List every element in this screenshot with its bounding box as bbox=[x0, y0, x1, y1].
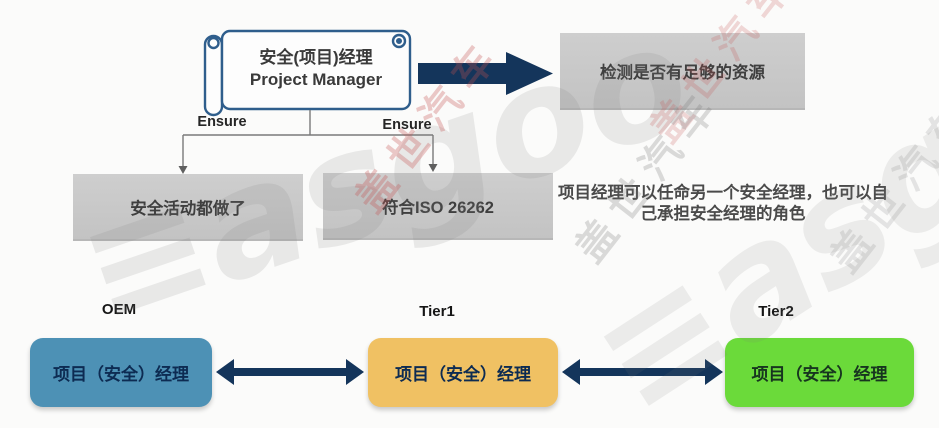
oem-label: OEM bbox=[101, 301, 137, 318]
tier1-manager-box: 项目（安全）经理 bbox=[368, 338, 558, 407]
note-paragraph: 项目经理可以任命另一个安全经理，也可以自 己承担安全经理的角色 bbox=[532, 183, 914, 224]
tier2-manager-box: 项目（安全）经理 bbox=[725, 338, 914, 407]
scroll-top-left-curl bbox=[207, 36, 220, 50]
oem-manager-label: 项目（安全）经理 bbox=[53, 365, 189, 384]
double-arrow-oem-tier1-icon bbox=[216, 359, 364, 385]
resource-check-label: 检测是否有足够的资源 bbox=[600, 63, 765, 82]
arrowhead-left-down-icon bbox=[178, 166, 188, 174]
tier1-manager-label: 项目（安全）经理 bbox=[395, 365, 531, 384]
ensure-label-left: Ensure bbox=[197, 114, 247, 130]
arrowhead-right-down-icon bbox=[428, 164, 438, 172]
right-arrow-icon bbox=[418, 52, 553, 95]
iso26262-label: 符合ISO 26262 bbox=[382, 198, 494, 217]
scroll-shape bbox=[203, 29, 412, 117]
project-manager-scroll-title: 安全(项目)经理 Project Manager bbox=[222, 47, 410, 91]
scroll-curl-dot bbox=[396, 38, 403, 45]
scroll-title-en: Project Manager bbox=[249, 70, 383, 90]
oem-manager-box: 项目（安全）经理 bbox=[30, 338, 212, 407]
resource-check-box: 检测是否有足够的资源 bbox=[560, 33, 805, 110]
ensure-connectors bbox=[182, 110, 434, 167]
ensure-label-right: Ensure bbox=[382, 117, 432, 133]
safety-activities-box: 安全活动都做了 bbox=[73, 174, 303, 241]
double-arrow-tier1-tier2-icon bbox=[562, 359, 723, 385]
safety-activities-label: 安全活动都做了 bbox=[130, 199, 246, 218]
tier2-label: Tier2 bbox=[758, 303, 794, 320]
scroll-title-zh: 安全(项目)经理 bbox=[259, 48, 373, 67]
iso26262-box: 符合ISO 26262 bbox=[323, 173, 553, 240]
tier1-label: Tier1 bbox=[419, 303, 455, 320]
tier2-manager-label: 项目（安全）经理 bbox=[751, 365, 888, 384]
note-line-1: 项目经理可以任命另一个安全经理，也可以自 bbox=[558, 184, 888, 202]
note-line-2: 己承担安全经理的角色 bbox=[640, 204, 806, 223]
scroll-panel bbox=[220, 29, 412, 111]
